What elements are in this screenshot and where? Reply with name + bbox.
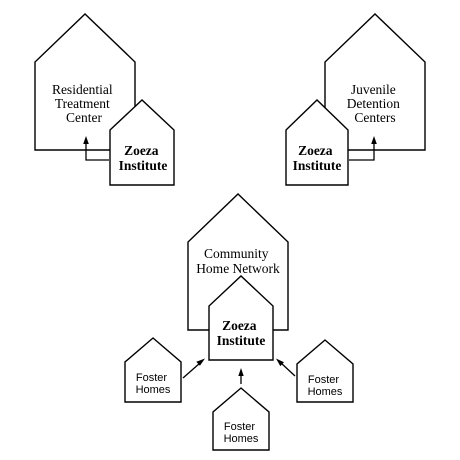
connector-arrow-1	[85, 142, 109, 161]
foster-homes-house-right	[296, 339, 354, 403]
zoeza-institute-label-3: Zoeza Institute	[217, 318, 266, 348]
zoeza-institute-label-2: Zoeza Institute	[293, 143, 342, 173]
arrowhead-2	[371, 136, 377, 144]
connector-arrow-2	[349, 142, 375, 161]
foster-homes-house-left	[124, 337, 182, 403]
zoeza-institute-house-2	[285, 99, 349, 186]
community-home-network-label: Community Home Network	[196, 246, 280, 276]
foster-arrow-left	[182, 362, 201, 379]
community-home-network-group: Community Home Network Zoeza Institute F…	[124, 193, 354, 451]
foster-arrowhead-right	[276, 358, 284, 367]
foster-arrowhead-left	[196, 358, 205, 366]
juvenile-detention-group: Juvenile Detention Centers Zoeza Institu…	[285, 13, 426, 186]
arrowhead-1	[83, 136, 89, 144]
residential-treatment-center-label: Residential Treatment Center	[52, 82, 116, 125]
zoeza-institute-house-3	[208, 275, 274, 361]
foster-homes-label-right: Foster Homes	[308, 374, 343, 398]
zoeza-institute-house-1	[109, 99, 175, 186]
juvenile-detention-centers-house	[324, 13, 426, 151]
foster-homes-label-left: Foster Homes	[136, 372, 171, 396]
residential-treatment-group: Residential Treatment Center Zoeza Insti…	[34, 13, 175, 186]
foster-arrow-right	[280, 362, 296, 377]
juvenile-detention-centers-label: Juvenile Detention Centers	[347, 82, 404, 125]
foster-homes-house-bottom	[212, 387, 270, 451]
zoeza-institute-label-1: Zoeza Institute	[119, 143, 168, 173]
foster-arrowhead-bottom	[238, 368, 244, 376]
foster-homes-label-bottom: Foster Homes	[224, 421, 259, 445]
